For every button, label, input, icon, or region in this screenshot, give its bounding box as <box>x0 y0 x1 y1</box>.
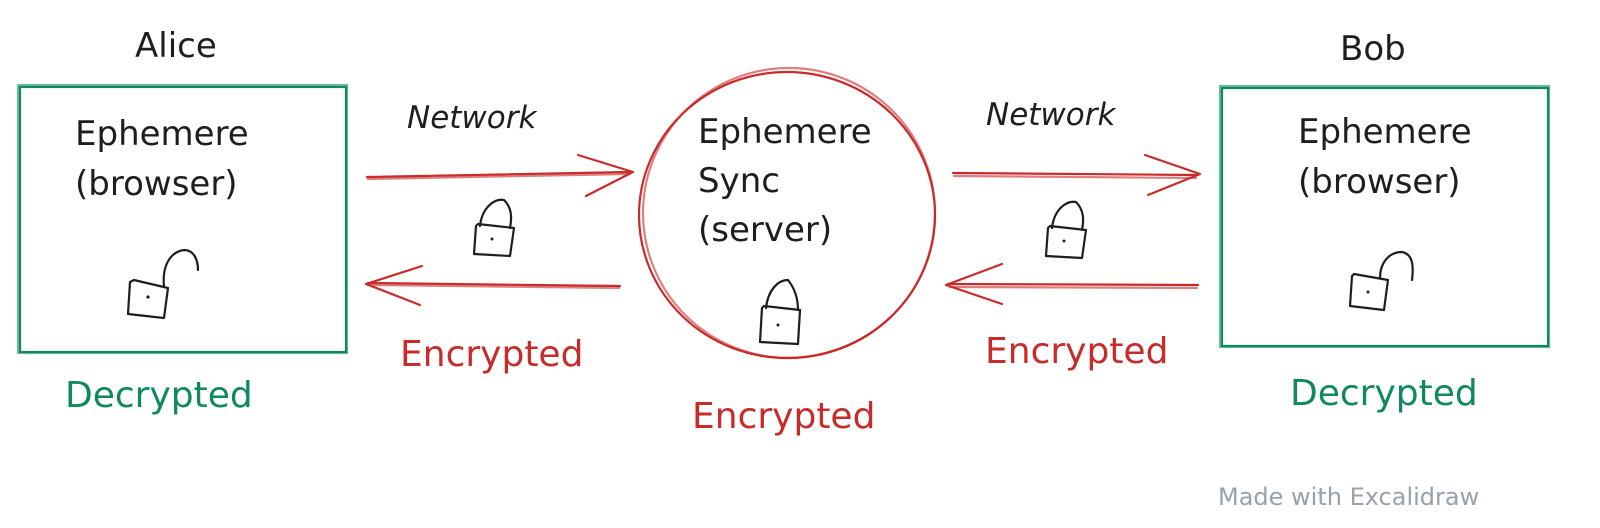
right-network-label: Network <box>986 97 1116 133</box>
alice-box <box>16 83 349 355</box>
alice-box-subtitle: (browser) <box>75 164 238 204</box>
unlocked-padlock-icon <box>126 248 200 320</box>
locked-padlock-icon <box>1044 200 1088 260</box>
bob-box-subtitle: (browser) <box>1298 162 1461 202</box>
arrow-alice-to-server <box>365 153 635 198</box>
bob-state: Decrypted <box>1290 373 1478 414</box>
server-state: Encrypted <box>692 396 875 437</box>
bob-name: Bob <box>1340 29 1406 69</box>
arrow-bob-to-server <box>944 262 1200 306</box>
server-role: (server) <box>698 210 832 250</box>
alice-box-title: Ephemere <box>75 114 249 154</box>
alice-state: Decrypted <box>65 375 253 416</box>
server-title: Ephemere <box>698 112 872 152</box>
server-subtitle: Sync <box>698 161 780 201</box>
unlocked-padlock-icon <box>1348 250 1414 312</box>
left-link-state: Encrypted <box>400 334 583 375</box>
locked-padlock-icon <box>758 278 802 346</box>
bob-box-title: Ephemere <box>1298 112 1472 152</box>
excalidraw-credit: Made with Excalidraw <box>1218 483 1479 511</box>
alice-name: Alice <box>135 26 217 66</box>
locked-padlock-icon <box>472 198 516 258</box>
bob-box <box>1218 84 1551 349</box>
arrow-server-to-alice <box>364 264 622 307</box>
arrow-server-to-bob <box>951 153 1202 197</box>
right-link-state: Encrypted <box>985 331 1168 372</box>
server-circle <box>637 66 937 360</box>
left-network-label: Network <box>407 100 537 136</box>
